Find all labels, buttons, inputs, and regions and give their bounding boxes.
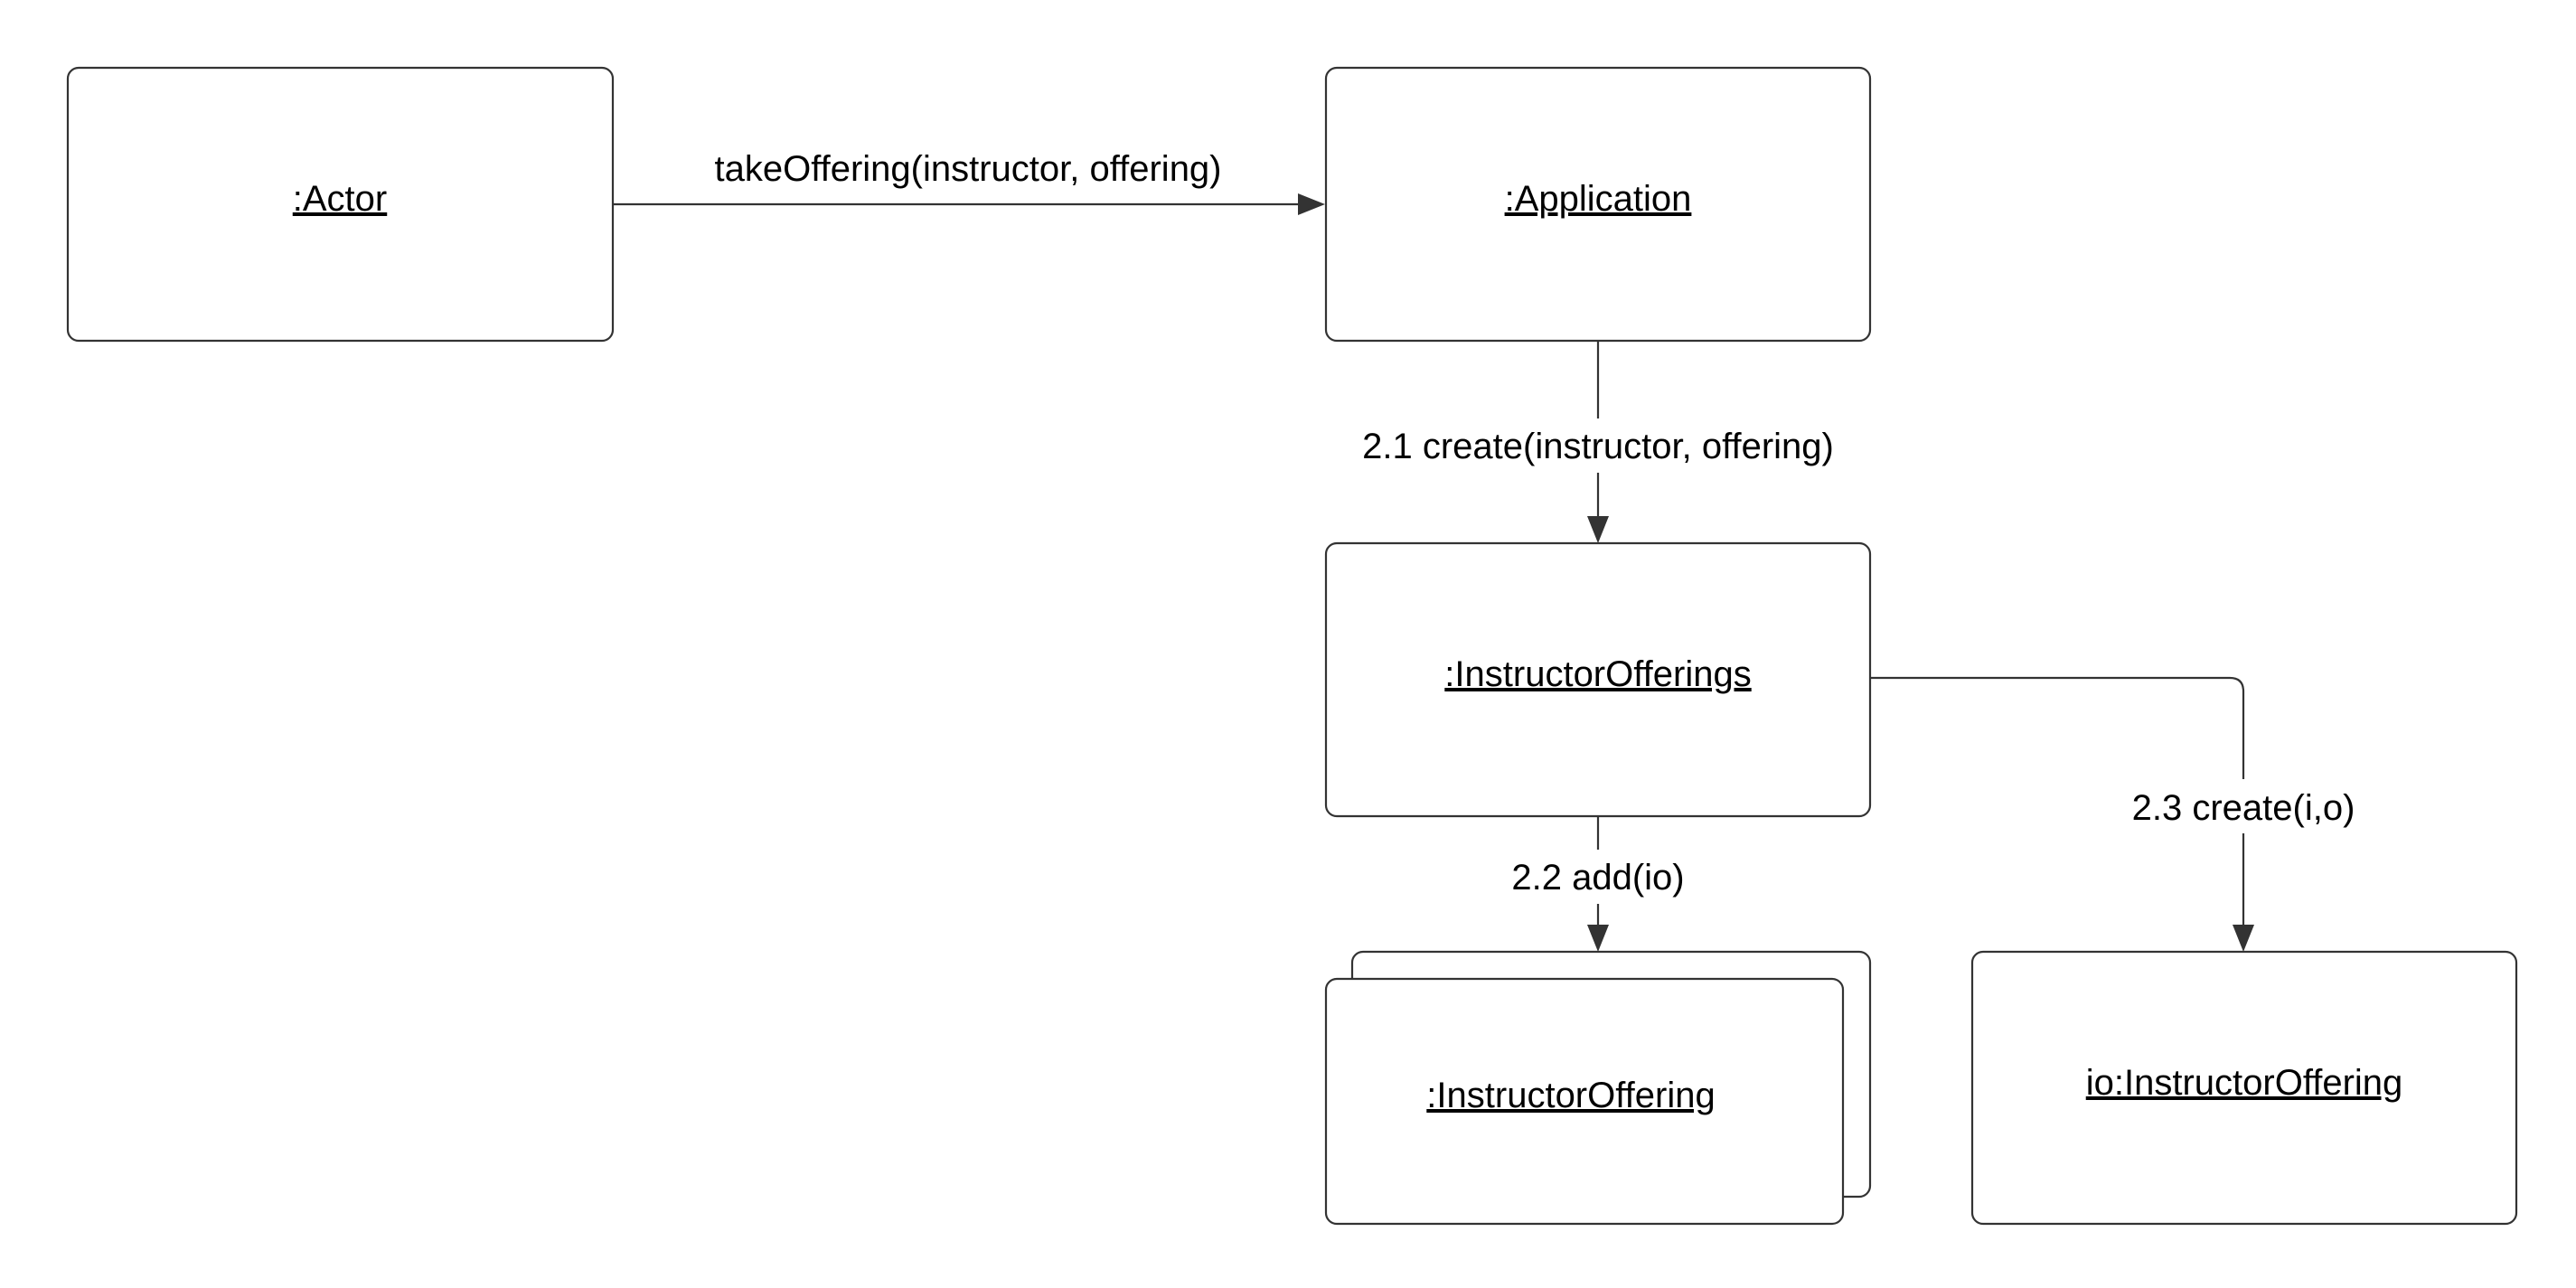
message-create-io-list-label: 2.1 create(instructor, offering) — [1362, 427, 1834, 466]
object-instructor-offering-multi[interactable]: :InstructorOffering — [1324, 950, 1872, 1226]
object-io-instructor-offering-label: io:InstructorOffering — [2086, 1063, 2403, 1103]
message-take-offering-label: takeOffering(instructor, offering) — [714, 149, 1221, 189]
message-add-io-label: 2.2 add(io) — [1511, 858, 1684, 898]
message-create-io[interactable]: 2.3 create(i,o) — [1870, 676, 2370, 952]
message-create-io-list[interactable]: 2.1 create(instructor, offering) — [1338, 341, 1858, 543]
message-create-io-line — [1870, 676, 2245, 928]
message-create-io-list-label-bg — [1338, 418, 1858, 473]
message-add-io-arrowhead — [1587, 925, 1609, 952]
multi-object-front-box — [1324, 977, 1845, 1226]
object-actor-label: :Actor — [293, 179, 387, 219]
object-io-instructor-offering-box — [1970, 950, 2518, 1226]
message-take-offering-arrowhead — [1298, 193, 1325, 215]
object-instructor-offering-multi-label: :InstructorOffering — [1426, 1076, 1715, 1115]
message-add-io-label-bg — [1493, 850, 1703, 904]
message-create-io-label-bg — [2117, 779, 2370, 833]
message-create-io-arrowhead — [2233, 925, 2254, 952]
object-application-label: :Application — [1505, 179, 1692, 219]
message-add-io[interactable]: 2.2 add(io) — [1493, 816, 1703, 952]
object-instructor-offerings[interactable]: :InstructorOfferings — [1324, 541, 1872, 818]
message-take-offering[interactable]: takeOffering(instructor, offering) — [613, 149, 1325, 215]
message-create-io-list-arrowhead — [1587, 516, 1609, 543]
object-io-instructor-offering[interactable]: io:InstructorOffering — [1970, 950, 2518, 1226]
object-application[interactable]: :Application — [1324, 66, 1872, 343]
object-instructor-offerings-label: :InstructorOfferings — [1444, 654, 1751, 694]
message-create-io-label: 2.3 create(i,o) — [2132, 788, 2355, 828]
object-actor[interactable]: :Actor — [66, 66, 615, 343]
